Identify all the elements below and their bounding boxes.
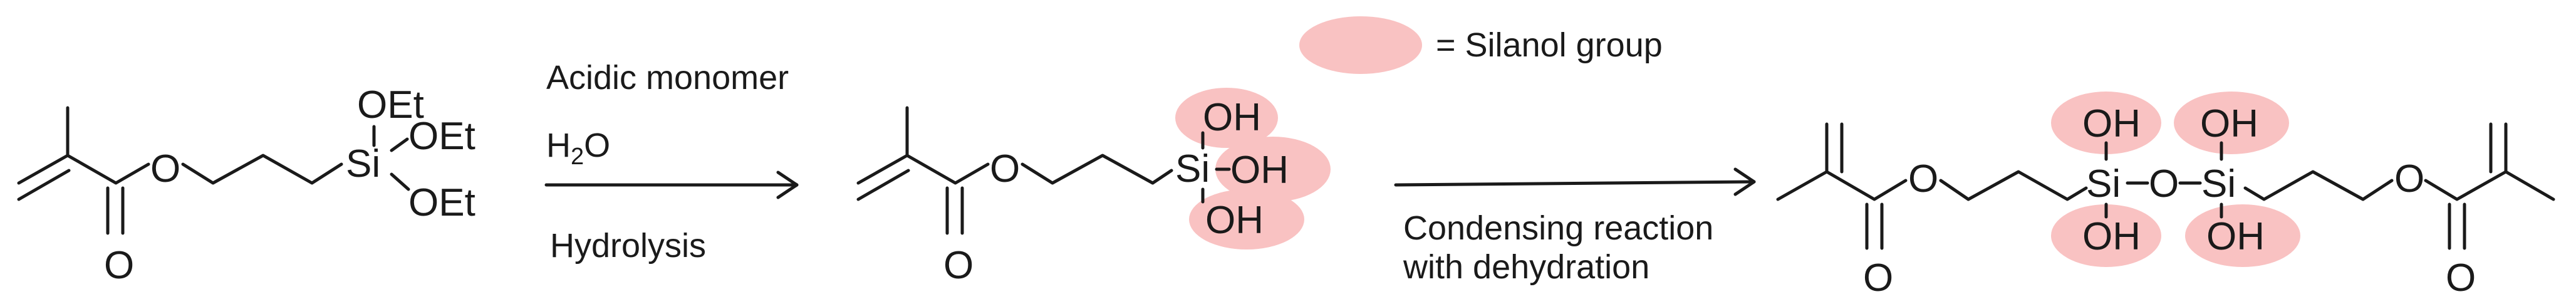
- condensation-line-2: with dehydration: [1403, 248, 1649, 286]
- molecule-silanetriol: O O Si OH OH OH: [856, 88, 1331, 287]
- m1-ethoxy-mid: OEt: [408, 115, 475, 158]
- reagent-water: H2O: [546, 127, 610, 170]
- m2-ester-oxygen: O: [990, 147, 1020, 191]
- molecule-siloxane-dimer: O O Si O Si OH OH OH OH O O: [1776, 92, 2555, 299]
- m2-hydroxyl-mid: OH: [1230, 149, 1289, 192]
- m2-hydroxyl-bottom: OH: [1205, 199, 1264, 242]
- m1-si-oet-bottom: [390, 172, 410, 191]
- silanol-highlight-bottom: [1189, 189, 1304, 249]
- m3-left-propyl: [1939, 170, 2088, 201]
- arrow-1-head: [776, 170, 799, 199]
- m1-backbone: [17, 106, 70, 185]
- m2-ester-chain: [905, 154, 990, 185]
- condensation-step: Condensing reaction with dehydration: [1394, 167, 1756, 286]
- m3-bridge-oxygen: O: [2149, 162, 2179, 206]
- m3-right-ester-chain: [2424, 170, 2555, 201]
- m2-backbone: [856, 106, 909, 185]
- molecule-triethoxysilane: O O Si OEt OEt OEt: [17, 83, 475, 287]
- arrow-2-head: [1733, 167, 1756, 196]
- silanol-highlight-mid: [1215, 137, 1331, 202]
- legend: = Silanol group: [1299, 16, 1663, 74]
- m3-right-hydroxyl-bottom: OH: [2206, 215, 2265, 258]
- m3-silicon-right: Si: [2201, 162, 2236, 206]
- legend-label: = Silanol group: [1436, 26, 1663, 64]
- m2-hydroxyl-top: OH: [1203, 96, 1261, 139]
- m2-carbonyl-oxygen: O: [943, 244, 974, 287]
- dimer-silanol-left-bottom: [2051, 204, 2161, 267]
- m2-silicon: Si: [1175, 147, 1210, 191]
- m1-ethoxy-top: OEt: [357, 83, 424, 127]
- m2-double-bond: [856, 169, 910, 201]
- m3-left-hydroxyl-top: OH: [2082, 102, 2141, 145]
- reagent-acidic-monomer: Acidic monomer: [546, 59, 789, 97]
- m1-carbonyl-oxygen: O: [104, 244, 134, 287]
- m1-propyl-chain: [181, 154, 343, 185]
- condensation-line-1: Condensing reaction: [1403, 209, 1713, 247]
- m3-left-hydroxyl-bottom: OH: [2082, 215, 2141, 258]
- dimer-silanol-right-bottom: [2185, 204, 2300, 267]
- hydrolysis-step: Acidic monomer H2O Hydrolysis: [544, 59, 799, 265]
- silanol-highlight-top: [1175, 88, 1278, 148]
- m1-silicon: Si: [346, 142, 380, 186]
- m1-ester-oxygen: O: [150, 147, 180, 191]
- m3-right-hydroxyl-top: OH: [2200, 102, 2258, 145]
- dimer-silanol-right-top: [2174, 92, 2289, 154]
- arrow-2-shaft: [1394, 180, 1756, 187]
- process-hydrolysis: Hydrolysis: [550, 227, 706, 265]
- m3-right-propyl: [2243, 170, 2394, 201]
- m1-si-oet-mid: [390, 137, 409, 152]
- m1-ester-chain: [66, 154, 150, 185]
- legend-silanol-swatch: [1299, 16, 1422, 74]
- m3-silicon-left: Si: [2086, 162, 2121, 206]
- m3-left-carbonyl-oxygen: O: [1863, 256, 1893, 299]
- m3-left-ester-chain: [1825, 170, 1908, 201]
- dimer-silanol-left-top: [2051, 92, 2161, 154]
- m2-propyl-chain: [1021, 154, 1173, 185]
- m1-double-bond: [17, 169, 71, 201]
- m3-right-ester-oxygen: O: [2394, 157, 2424, 201]
- m3-left-backbone: [1776, 122, 1829, 201]
- m3-left-ester-oxygen: O: [1908, 157, 1938, 201]
- m1-ethoxy-bottom: OEt: [408, 181, 475, 224]
- m3-right-carbonyl-oxygen: O: [2446, 256, 2476, 299]
